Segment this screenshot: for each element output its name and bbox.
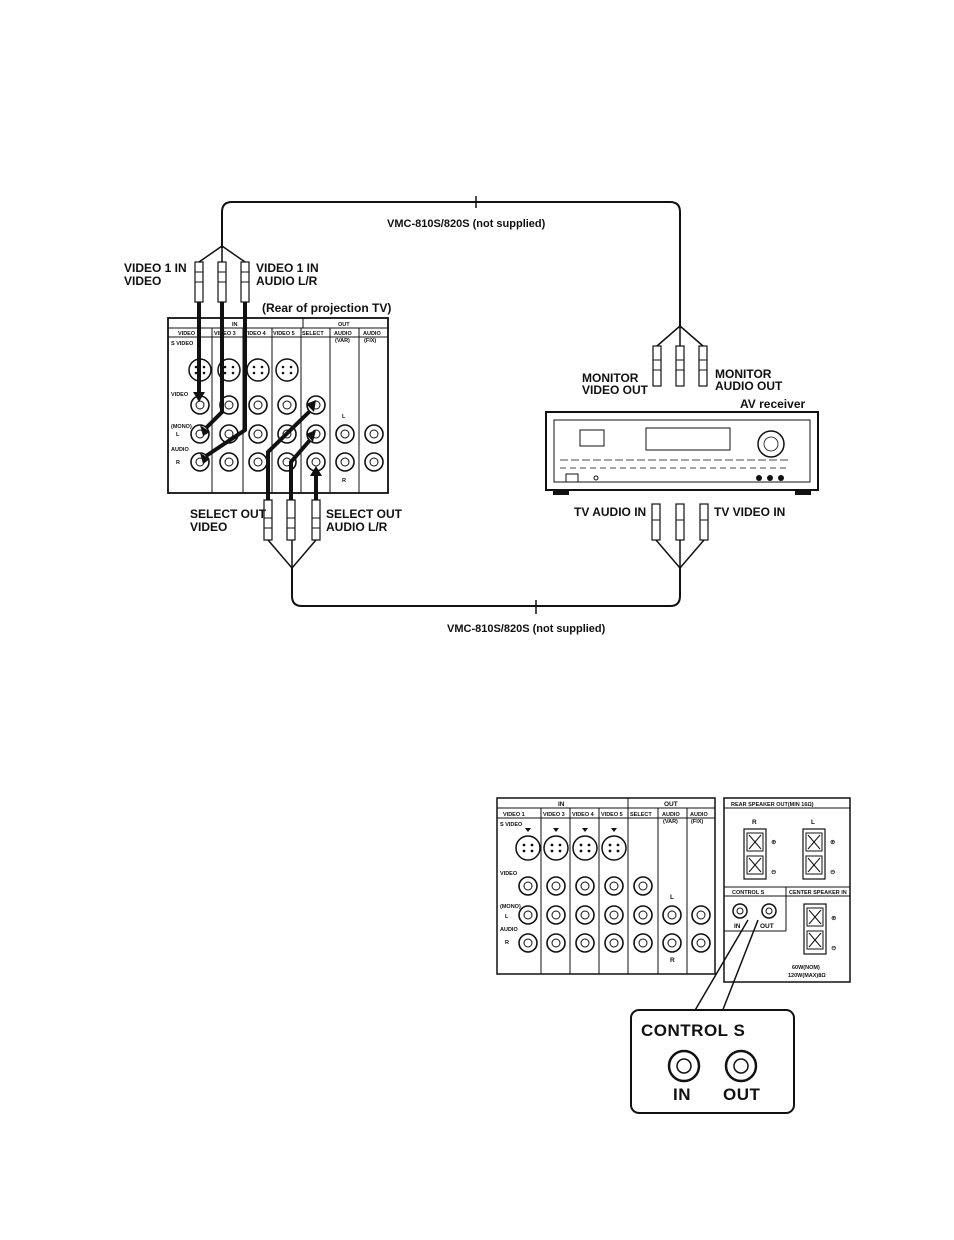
rear-l-minus: ⊖ — [830, 869, 835, 876]
panel1-out-l: L — [342, 414, 346, 420]
panel1-col-audio-var-2: (VAR) — [335, 338, 350, 344]
panel2-out-header: OUT — [664, 801, 678, 808]
panel1-out-header: OUT — [338, 322, 350, 328]
panel1-col-video5: VIDEO 5 — [273, 331, 295, 337]
top-cable-label: VMC-810S/820S (not supplied) — [387, 218, 546, 230]
monitor-audio-out-label-1: MONITOR — [715, 367, 772, 381]
panel1-col-audio-fix: AUDIO — [363, 331, 381, 337]
av-receiver-label: AV receiver — [740, 397, 805, 411]
rear-r-minus: ⊖ — [771, 869, 776, 876]
rear-l-plus: ⊕ — [830, 839, 835, 846]
panel2-in-header: IN — [558, 801, 565, 808]
bottom-cable-label: VMC-810S/820S (not supplied) — [447, 623, 606, 635]
control-s-in-jack-icon — [667, 1049, 701, 1083]
control-s-out-jack-icon — [724, 1049, 758, 1083]
panel2-col-video3: VIDEO 3 — [543, 812, 565, 818]
tv-audio-in-label: TV AUDIO IN — [574, 505, 646, 519]
top-cable — [221, 201, 681, 328]
panel2-col-audio-fix: AUDIO — [690, 812, 708, 818]
center-speaker-in-label: CENTER SPEAKER IN — [789, 890, 847, 896]
panel2-row-r: R — [505, 940, 509, 946]
panel1-row-mono: (MONO) — [171, 424, 192, 430]
video1-in-video-label-2: VIDEO — [124, 274, 161, 288]
panel2-out-r: R — [670, 957, 675, 964]
panel2-col-video5: VIDEO 5 — [601, 812, 623, 818]
rear-speaker-r-label: R — [752, 819, 757, 826]
panel1-row-audio: AUDIO — [171, 447, 189, 453]
rear-speaker-l-label: L — [811, 819, 815, 826]
panel2-row-audio: AUDIO — [500, 927, 518, 933]
monitor-out-plugs — [652, 345, 708, 387]
input-arrows — [197, 302, 247, 458]
rear-speaker-out-label: REAR SPEAKER OUT(MIN 16Ω) — [731, 802, 814, 808]
panel1-col-audio-var: AUDIO — [334, 331, 352, 337]
panel1-col-select: SELECT — [302, 331, 324, 337]
rear-r-plus: ⊕ — [771, 839, 776, 846]
panel2-row-mono: (MONO) — [500, 904, 521, 910]
video1-in-audio-label-1: VIDEO 1 IN — [256, 261, 319, 275]
control-s-small-in: IN — [734, 923, 741, 930]
control-s-zoom: CONTROL S IN OUT — [630, 1009, 795, 1114]
panel1-row-video: VIDEO — [171, 392, 189, 398]
panel2-col-audio-var-2: (VAR) — [663, 819, 678, 825]
center-minus: ⊖ — [831, 945, 836, 952]
select-out-audio-label-2: AUDIO L/R — [326, 520, 388, 534]
panel2-out-l: L — [670, 894, 674, 901]
panel1-col-video1: VIDEO 1 — [178, 331, 200, 337]
video1-in-audio-label-2: AUDIO L/R — [256, 274, 318, 288]
panel2-col-select: SELECT — [630, 812, 652, 818]
panel1-in-header: IN — [232, 322, 238, 328]
select-out-audio-label-1: SELECT OUT — [326, 507, 403, 521]
panel1-col-video4: VIDEO 4 — [244, 331, 267, 337]
video1-plugs — [194, 261, 250, 303]
panel1-col-video3: VIDEO 3 — [214, 331, 236, 337]
monitor-video-out-label-1: MONITOR — [582, 371, 639, 385]
rear-projection-tv-label: (Rear of projection TV) — [262, 301, 391, 315]
zoom-out-label: OUT — [723, 1085, 761, 1104]
speaker-control-panel: REAR SPEAKER OUT(MIN 16Ω) R L ⊕ ⊖ ⊕ ⊖ — [723, 797, 851, 983]
panel2-col-audio-var: AUDIO — [662, 812, 680, 818]
zoom-title: CONTROL S — [641, 1021, 745, 1040]
select-out-video-label-1: SELECT OUT — [190, 507, 267, 521]
control-s-small-label: CONTROL S — [732, 890, 765, 896]
output-arrows — [266, 409, 318, 500]
select-out-plugs — [263, 499, 321, 541]
panel2-row-video: VIDEO — [500, 871, 518, 877]
tv-video-in-label: TV VIDEO IN — [714, 505, 785, 519]
bottom-cable — [291, 568, 681, 607]
tv-rear-panel-small: IN OUT VIDEO 1 VIDEO 3 VIDEO 4 VIDEO 5 S… — [167, 317, 389, 494]
tv-in-plugs — [651, 503, 709, 541]
panel2-row-l: L — [505, 914, 509, 920]
zoom-in-label: IN — [673, 1085, 691, 1104]
connection-diagram-top: VMC-810S/820S (not supplied) VIDEO 1 IN … — [124, 196, 819, 635]
panel2-col-video1: VIDEO 1 — [503, 812, 525, 818]
panel2-col-audio-fix-2: (FIX) — [691, 819, 703, 825]
panel1-row-l: L — [176, 432, 180, 438]
panel2-row-svideo: S VIDEO — [500, 822, 523, 828]
monitor-video-out-label-2: VIDEO OUT — [582, 383, 649, 397]
av-receiver — [545, 411, 819, 495]
monitor-audio-out-label-2: AUDIO OUT — [715, 379, 783, 393]
power-rating-2: 120W(MAX)8Ω — [788, 973, 826, 979]
panel2-col-video4: VIDEO 4 — [572, 812, 595, 818]
video1-in-video-label-1: VIDEO 1 IN — [124, 261, 187, 275]
center-plus: ⊕ — [831, 915, 836, 922]
panel1-col-audio-fix-2: (FIX) — [364, 338, 376, 344]
panel1-row-r: R — [176, 460, 180, 466]
select-out-video-label-2: VIDEO — [190, 520, 227, 534]
control-s-small-out: OUT — [760, 923, 774, 930]
panel1-row-svideo: S VIDEO — [171, 341, 194, 347]
tv-rear-panel-large: IN OUT VIDEO 1 VIDEO 3 VIDEO 4 VIDEO 5 S… — [496, 797, 716, 975]
control-s-diagram: IN OUT VIDEO 1 VIDEO 3 VIDEO 4 VIDEO 5 S… — [496, 797, 851, 1114]
power-rating-1: 60W(NOM) — [792, 965, 820, 971]
panel1-out-r: R — [342, 478, 346, 484]
